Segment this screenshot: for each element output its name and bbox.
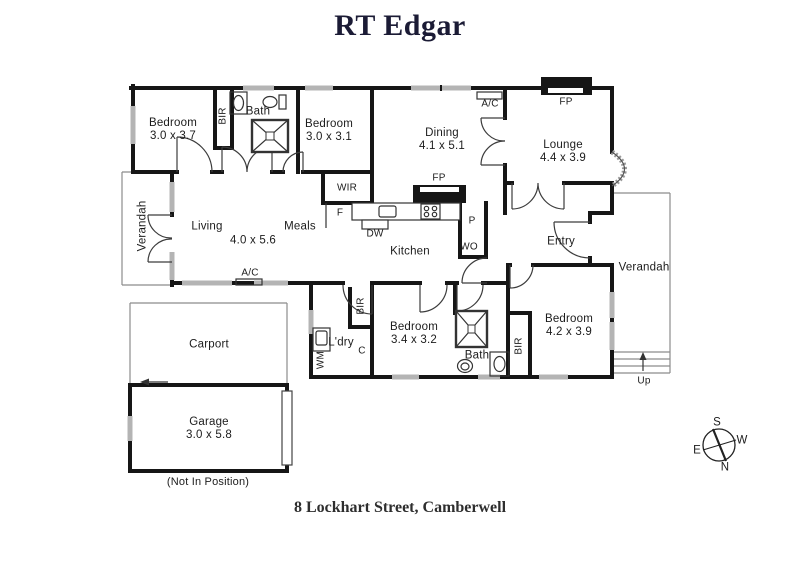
bedroom1-door	[176, 136, 213, 173]
room-name: Garage	[189, 416, 229, 429]
room-label-bedroom-1: Bedroom 3.0 x 3.7	[149, 117, 197, 143]
dining-lounge-doors	[480, 117, 506, 166]
room-label-kitchen: Kitchen	[390, 245, 430, 258]
ac-label-top: A/C	[481, 98, 499, 110]
basin-2	[493, 355, 506, 373]
garage-note: (Not In Position)	[166, 475, 250, 488]
carport-outline	[129, 302, 288, 385]
room-name: Bedroom	[148, 117, 198, 130]
compass	[702, 428, 737, 462]
ac-unit-bottom	[235, 278, 263, 286]
room-dims: 4.4 x 3.9	[540, 152, 586, 164]
room-name: Bedroom	[544, 313, 594, 326]
bedroom2-door	[282, 151, 304, 173]
dishwasher-label: DW	[366, 228, 384, 240]
living-meals-dims: 4.0 x 5.6	[230, 234, 276, 247]
up-label: Up	[637, 375, 651, 387]
lounge-entry-doors	[511, 182, 565, 210]
verandah-carport-outlines	[121, 171, 671, 385]
room-label-verandah-right: Verandah	[618, 261, 670, 274]
laundry-hall-door	[342, 284, 373, 315]
property-address: 8 Lockhart Street, Camberwell	[293, 499, 507, 516]
fireplaces	[413, 77, 592, 203]
room-dims: 3.0 x 3.7	[150, 130, 196, 142]
brand-title: RT Edgar	[334, 9, 466, 42]
verandah-right-outline	[614, 192, 671, 374]
room-name: Bedroom	[304, 118, 354, 131]
bay-window	[610, 149, 627, 189]
room-dims: 3.0 x 5.8	[186, 429, 232, 441]
toilet-1	[262, 95, 278, 109]
kitchen-bench	[351, 202, 461, 221]
fixtures	[140, 91, 647, 466]
room-label-meals: Meals	[284, 220, 316, 233]
room-label-lounge: Lounge 4.4 x 3.9	[540, 139, 586, 165]
cupboard-label: C	[358, 345, 366, 357]
room-label-bath-1: Bath	[245, 105, 271, 118]
compass-south: S	[713, 416, 721, 429]
room-label-dining: Dining 4.1 x 5.1	[419, 127, 465, 153]
bath2-door	[456, 284, 484, 312]
wir-label: WIR	[336, 182, 358, 194]
compass-east: E	[693, 444, 701, 457]
room-dims: 4.1 x 5.1	[419, 140, 465, 152]
room-name: Bedroom	[389, 321, 439, 334]
room-name: Dining	[425, 127, 459, 140]
bir-label-2: BIR	[355, 297, 367, 315]
room-label-bedroom-4: Bedroom 4.2 x 3.9	[545, 313, 593, 339]
dishwasher-box	[361, 219, 389, 230]
pantry-label: P	[468, 215, 476, 227]
room-label-entry: Entry	[547, 235, 575, 248]
room-dims: 3.0 x 3.1	[306, 131, 352, 143]
wall-oven-label: WO	[460, 241, 478, 253]
bedroom3-door	[419, 284, 448, 313]
room-label-bath-2: Bath	[464, 349, 490, 362]
bir-label-3: BIR	[513, 337, 525, 355]
fridge-label: F	[336, 207, 344, 219]
ac-label-bottom: A/C	[241, 267, 259, 279]
room-label-carport: Carport	[189, 338, 229, 351]
room-label-garage: Garage 3.0 x 5.8	[186, 416, 232, 442]
front-door	[553, 221, 591, 259]
room-label-living: Living	[191, 220, 223, 233]
fireplace-label-lounge: FP	[559, 96, 573, 108]
washing-machine-box	[312, 327, 331, 352]
room-label-bedroom-3: Bedroom 3.4 x 3.2	[390, 321, 438, 347]
verandah-french-doors	[147, 214, 173, 263]
compass-west: W	[736, 434, 748, 447]
kitchen-sink	[378, 205, 397, 218]
room-dims: 4.2 x 3.9	[546, 326, 592, 338]
basin-1-box	[229, 91, 248, 115]
room-label-bedroom-2: Bedroom 3.0 x 3.1	[305, 118, 353, 144]
hall-double-doors	[221, 146, 273, 173]
room-label-verandah-left: Verandah	[136, 200, 149, 252]
room-label-laundry: L'dry	[328, 336, 354, 349]
basin-1	[232, 94, 245, 112]
basin-2-box	[489, 351, 510, 377]
compass-north: N	[720, 461, 730, 474]
washing-machine-label: WM	[315, 350, 327, 370]
bir-label-1: BIR	[217, 107, 229, 125]
kitchen-hall-door	[461, 257, 488, 284]
cooktop	[420, 203, 441, 220]
room-name: Lounge	[543, 139, 583, 152]
ac-unit-top	[476, 91, 503, 100]
garage-roller-door	[281, 390, 293, 466]
room-dims: 3.4 x 3.2	[391, 334, 437, 346]
bedroom4-door	[509, 264, 534, 289]
doors	[147, 117, 591, 315]
fireplace-label-kitchen: FP	[432, 172, 446, 184]
toilet-2	[456, 358, 474, 374]
